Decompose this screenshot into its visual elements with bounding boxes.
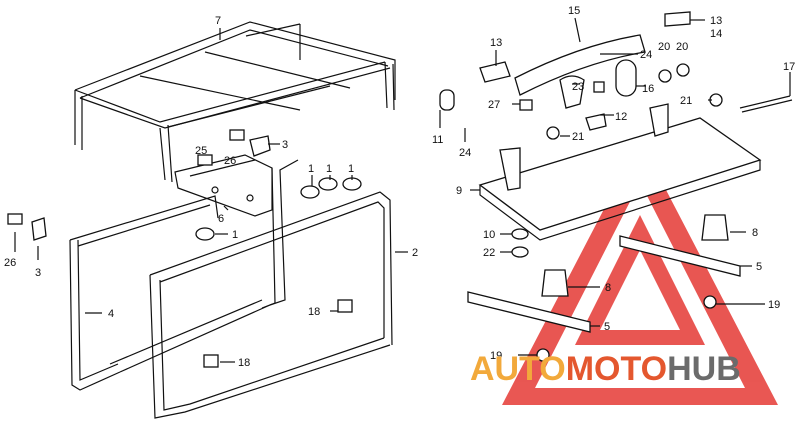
watermark-triangle <box>502 140 778 405</box>
mount-8-left <box>541 269 569 297</box>
left-side-frame <box>69 159 299 391</box>
callout-8-right: 8 <box>752 227 758 239</box>
callout-3-left: 3 <box>35 267 41 279</box>
bolt-24 <box>593 81 605 93</box>
bolt-17 <box>739 95 793 113</box>
bolt-26-left <box>7 213 23 225</box>
callout-19-left: 19 <box>490 350 502 362</box>
center-bracket <box>174 154 273 217</box>
grommet-1b <box>318 177 338 191</box>
triangle-outer <box>502 140 778 405</box>
callout-27: 27 <box>488 99 500 111</box>
bracket-left <box>499 147 521 191</box>
cap-16 <box>615 59 637 97</box>
callout-21-right: 21 <box>680 95 692 107</box>
triangle-inner <box>575 215 705 345</box>
bracket-5-right <box>619 235 741 277</box>
callout-17: 17 <box>783 61 795 73</box>
callout-13-left: 13 <box>490 37 502 49</box>
callout-11: 11 <box>432 134 443 146</box>
callout-14: 14 <box>710 28 722 40</box>
bolt-27 <box>519 99 533 111</box>
tube-15 <box>514 34 646 96</box>
watermark-text: AUTOMOTOHUB <box>470 350 741 388</box>
callout-20a: 20 <box>658 41 670 53</box>
callout-23: 23 <box>572 81 584 93</box>
clip-3-left <box>31 217 47 241</box>
grommet-1a <box>300 185 320 199</box>
callout-4: 4 <box>108 308 114 320</box>
grommet-1d <box>195 227 215 241</box>
top-carrier-frame <box>74 21 396 183</box>
callout-16: 16 <box>642 83 654 95</box>
callout-24-left: 24 <box>459 147 471 159</box>
bolt-25-head <box>229 129 245 141</box>
callout-13: 13 <box>710 15 722 27</box>
washer-10 <box>511 228 529 240</box>
clip-13-top <box>664 11 691 27</box>
nut-22 <box>511 246 529 258</box>
mount-8-right <box>701 214 729 241</box>
callout-5-right: 5 <box>756 261 762 273</box>
nut-21-left <box>546 126 560 140</box>
callout-1c: 1 <box>348 163 354 175</box>
bolt-18a <box>337 299 353 313</box>
callout-5-left: 5 <box>604 321 610 333</box>
clip-3-top <box>249 135 271 157</box>
watermark-moto: MOTO <box>566 350 667 388</box>
callout-1b: 1 <box>326 163 332 175</box>
callout-24: 24 <box>640 49 652 61</box>
clip-12 <box>585 113 607 131</box>
callout-9: 9 <box>456 185 462 197</box>
bolt-18b <box>203 354 219 368</box>
callout-18-bottom: 18 <box>238 357 250 369</box>
callout-labels: 7 15 13 14 13 24 20 20 17 23 16 27 21 12… <box>4 5 795 369</box>
callout-18-right: 18 <box>308 306 320 318</box>
callout-26-left: 26 <box>4 257 16 269</box>
leader-lines <box>14 17 791 363</box>
callout-1d: 1 <box>232 229 238 241</box>
nut-20a <box>658 69 672 83</box>
callout-19-right: 19 <box>768 299 780 311</box>
callout-10: 10 <box>483 229 495 241</box>
clip-13 <box>479 61 511 83</box>
callout-7: 7 <box>215 15 221 27</box>
callout-6: 6 <box>218 213 224 225</box>
callout-15: 15 <box>568 5 580 17</box>
watermark-hub: HUB <box>667 350 741 388</box>
bolt-26-head <box>197 154 213 166</box>
watermark-logo: AUTOMOTOHUB <box>470 350 741 388</box>
callout-25: 25 <box>195 145 207 157</box>
left-small-parts <box>7 129 362 368</box>
right-side-frame <box>149 191 393 419</box>
callout-22: 22 <box>483 247 495 259</box>
callout-1a: 1 <box>308 163 314 175</box>
callout-20b: 20 <box>676 41 688 53</box>
nut-20b <box>676 63 690 77</box>
bracket-5-left <box>467 291 591 333</box>
bracket-right <box>649 103 669 137</box>
clamp-11 <box>439 89 455 111</box>
callout-12: 12 <box>615 111 627 123</box>
callout-2: 2 <box>412 247 418 259</box>
callout-26-top: 26 <box>224 155 236 167</box>
callout-3-top: 3 <box>282 139 288 151</box>
watermark-auto: AUTO <box>470 350 566 388</box>
callout-8-left: 8 <box>605 282 611 294</box>
right-assembly <box>439 11 793 362</box>
callout-21-left: 21 <box>572 131 584 143</box>
nut-19-right <box>703 295 717 309</box>
